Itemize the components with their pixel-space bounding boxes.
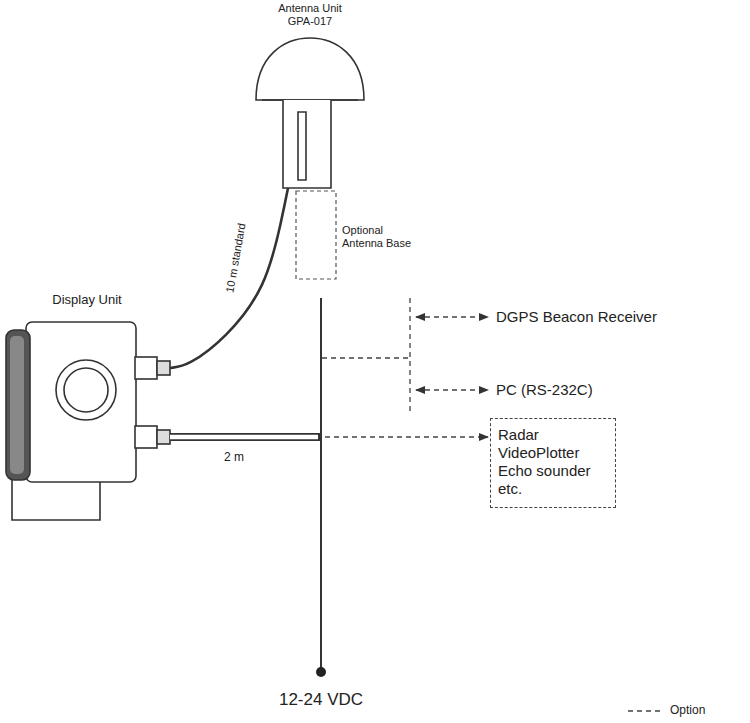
power-data-cable — [170, 433, 320, 441]
display-unit-illustration — [6, 322, 170, 520]
option-device-box: Radar VideoPlotter Echo sounder etc. — [490, 418, 616, 508]
legend-dash-sample — [628, 710, 664, 711]
device-label: PC (RS-232C) — [496, 381, 593, 399]
bus-wire — [320, 298, 322, 668]
cable-length: 2 m — [224, 450, 244, 464]
display-unit: Display Unit — [4, 292, 170, 524]
option-wires — [322, 298, 488, 437]
node-text: Antenna Unit GPA-017 — [270, 2, 350, 28]
antenna-unit: Antenna Unit GPA-017 — [250, 2, 370, 188]
power-terminal — [316, 667, 326, 677]
part-label: Optional Antenna Base — [342, 224, 422, 250]
power-label: 12-24 VDC — [279, 690, 363, 710]
power-data-cable-core — [170, 435, 318, 440]
antenna-cable — [170, 188, 288, 368]
legend-text: Option — [670, 703, 705, 717]
node-text: Radar VideoPlotter Echo sounder etc. — [498, 426, 606, 498]
antenna-illustration — [256, 38, 364, 188]
node-text: Display Unit — [52, 292, 121, 308]
antenna-base-outline — [296, 191, 336, 279]
device-label: DGPS Beacon Receiver — [496, 308, 657, 326]
cable-length: 10 m standard — [223, 222, 248, 294]
